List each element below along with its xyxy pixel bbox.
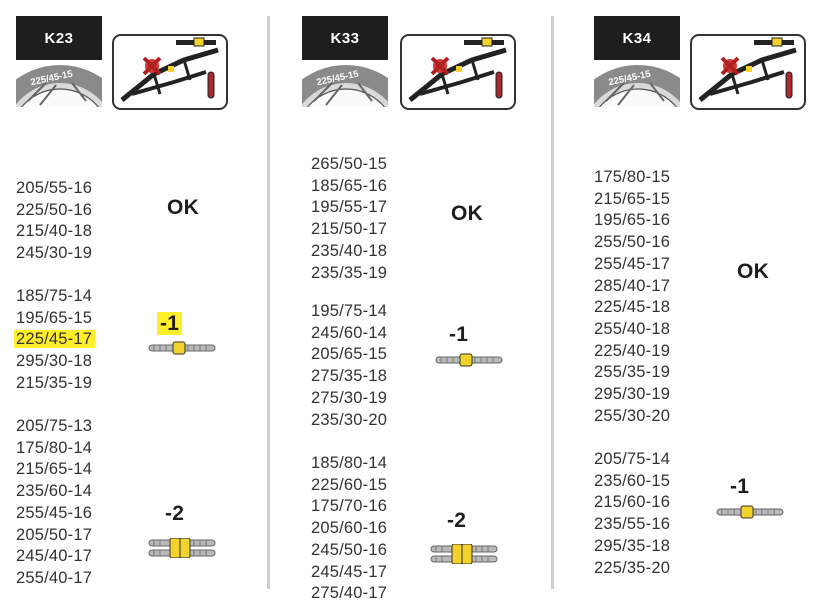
tire-size: 175/80-15 [594,168,671,186]
size-group-minus-1: 185/75-14 195/65-15 225/45-17 295/30-18 … [14,286,96,395]
double-spacer-icon [148,538,216,558]
tire-size: 225/60-15 [311,475,388,494]
tire-size: 235/40-18 [311,241,388,260]
size-group-minus-2: 185/80-14 225/60-15 175/70-16 205/60-16 … [311,453,387,605]
tire-size: 175/70-16 [311,497,388,516]
tire-size: 195/75-14 [311,302,388,320]
tire-size: 215/60-16 [594,493,671,512]
tire-size: 275/35-18 [311,367,388,386]
tire-size: 255/45-17 [594,254,671,273]
tire-size: 245/60-14 [311,323,388,342]
installation-diagram-icon [690,34,806,110]
tire-size: 255/30-20 [594,406,671,425]
tire-size: 255/40-18 [594,319,671,338]
status-ok: OK [167,196,200,219]
tire-size: 185/80-14 [311,454,388,472]
tire-size: 285/40-17 [594,276,671,295]
tire-size: 235/55-16 [594,515,671,534]
tire-size: 295/30-19 [594,385,671,404]
tire-size: 255/40-17 [16,568,93,587]
tire-size: 295/30-18 [16,352,93,371]
tire-size: 235/60-14 [16,482,93,501]
column-k23: K23 225/45-15 205/55-16 225/50-16 215/40… [14,0,256,590]
status-ok: OK [451,202,484,225]
size-group-minus-1: 205/75-14 235/60-15 215/60-16 235/55-16 … [594,449,670,579]
tire-size: 225/45-18 [594,298,671,317]
tire-size: 205/50-17 [16,525,93,544]
tire-size: 225/40-19 [594,341,671,360]
tire-size: 175/80-14 [16,438,93,457]
single-spacer-icon [716,505,784,519]
tire-icon: 225/45-15 [16,61,102,107]
tire-icon: 225/45-15 [302,61,388,107]
tire-size: 245/50-16 [311,540,388,559]
column-k34: K34 225/45-15 175/80-15 215/65-15 195/65… [594,0,819,589]
tire-size-highlighted: 225/45-17 [14,329,96,351]
column-divider [267,16,270,589]
tire-size: 185/75-14 [16,287,93,305]
tire-size: 255/35-19 [594,363,671,382]
column-k33: K33 225/45-15 265/50-15 185/65-16 195/55… [302,0,542,602]
tire-size: 195/65-16 [594,211,671,230]
installation-diagram-icon [112,34,228,110]
tire-size: 195/65-15 [16,308,93,327]
size-group-minus-2: 205/75-13 175/80-14 215/65-14 235/60-14 … [16,416,92,590]
tire-size: 245/30-19 [16,244,93,263]
tire-size: 205/75-13 [16,417,93,435]
tire-size: 205/55-16 [16,179,93,197]
tire-size: 295/35-18 [594,536,671,555]
tire-size: 215/35-19 [16,373,93,392]
tire-size: 215/40-18 [16,222,93,241]
tire-size: 205/60-16 [311,519,388,538]
tire-size: 235/30-20 [311,410,388,429]
tire-size: 185/65-16 [311,176,388,195]
tire-size: 255/45-16 [16,503,93,522]
tire-size: 215/65-15 [594,189,671,208]
tire-size: 215/65-14 [16,460,93,479]
tire-size: 245/45-17 [311,562,388,581]
tire-size: 245/40-17 [16,547,93,566]
tire-size: 255/50-16 [594,233,671,252]
double-spacer-icon [430,544,498,564]
tire-size: 235/60-15 [594,471,671,490]
tire-size: 265/50-15 [311,155,388,173]
single-spacer-icon [435,353,503,367]
installation-diagram-icon [400,34,516,110]
status-minus-2: -2 [447,509,467,532]
size-group-ok: 205/55-16 225/50-16 215/40-18 245/30-19 [16,178,92,265]
status-ok: OK [737,260,770,283]
status-minus-1: -1 [730,475,750,498]
size-group-ok: 175/80-15 215/65-15 195/65-16 255/50-16 … [594,167,670,427]
tire-size: 205/75-14 [594,450,671,468]
tire-size: 215/50-17 [311,220,388,239]
model-badge: K33 [302,16,388,60]
size-group-ok: 265/50-15 185/65-16 195/55-17 215/50-17 … [311,154,387,284]
status-minus-2: -2 [165,502,185,525]
status-minus-1: -1 [157,312,183,336]
model-badge: K23 [16,16,102,60]
status-minus-1: -1 [449,323,469,346]
single-spacer-icon [148,341,216,355]
tire-size: 225/35-20 [594,558,671,577]
tire-size: 275/30-19 [311,388,388,407]
tire-size: 195/55-17 [311,198,388,217]
column-divider [551,16,554,589]
tire-size: 225/50-16 [16,200,93,219]
tire-size: 235/35-19 [311,263,388,282]
tire-icon: 225/45-15 [594,61,680,107]
size-group-minus-1: 195/75-14 245/60-14 205/65-15 275/35-18 … [311,301,387,431]
model-badge: K34 [594,16,680,60]
tire-size: 205/65-15 [311,345,388,364]
tire-size: 275/40-17 [311,584,388,603]
